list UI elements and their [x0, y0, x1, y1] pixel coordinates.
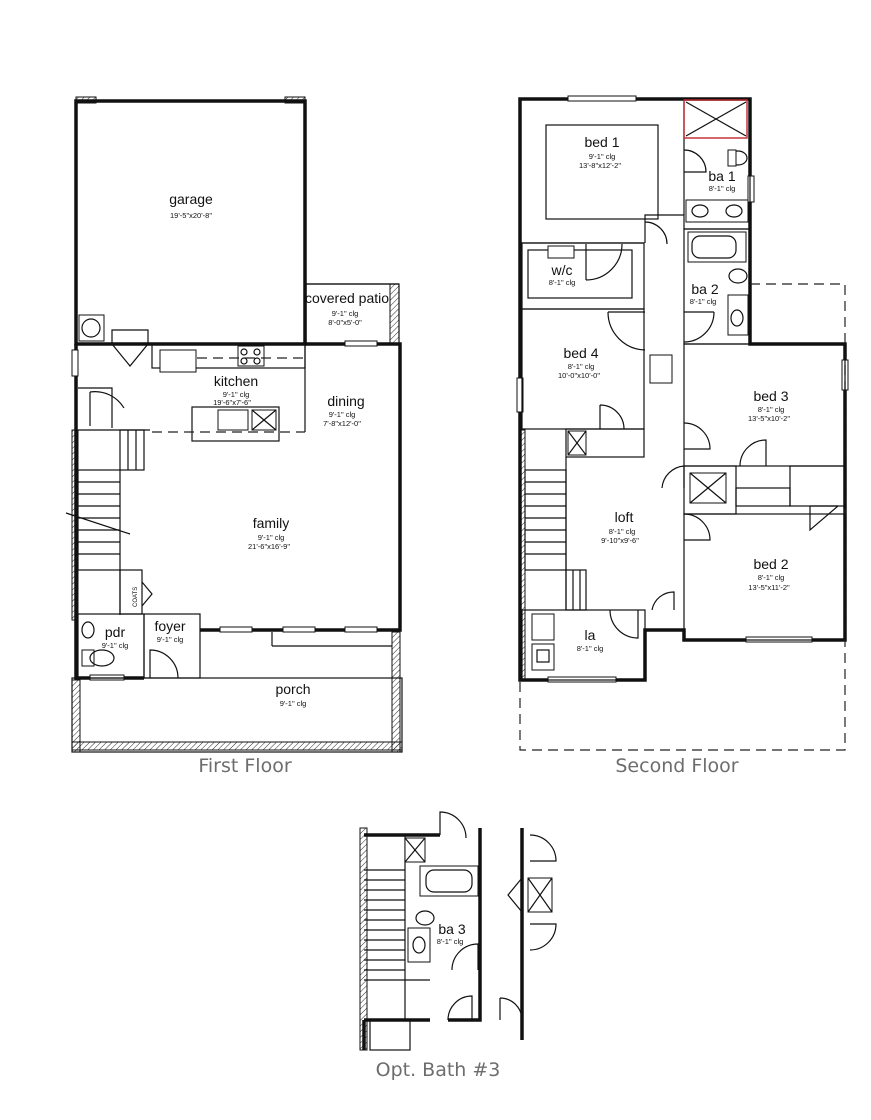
- garage-dims: 19'-5"x20'-8": [170, 211, 212, 220]
- family-area: family 9'-1" clg 21'-6"x16'-9": [248, 515, 290, 551]
- first-floor-caption: First Floor: [198, 755, 291, 777]
- opt-bath-caption: Opt. Bath #3: [376, 1059, 501, 1081]
- loft-ceiling: 8'-1" clg: [609, 527, 636, 536]
- bed-3-room: bed 3 8'-1" clg 13'-5"x10'-2": [683, 343, 846, 467]
- bed-2-ceiling: 8'-1" clg: [758, 573, 785, 582]
- pdr-label: pdr: [105, 624, 126, 640]
- walk-in-closet: w/c 8'-1" clg: [521, 242, 645, 310]
- bed-3-label: bed 3: [753, 388, 788, 404]
- porch-area: porch 9'-1" clg: [71, 631, 403, 753]
- bed-2-dims: 13'-5"x11'-2": [748, 583, 790, 592]
- dining-label: dining: [327, 393, 364, 409]
- ba-2-ceiling: 8'-1" clg: [690, 297, 717, 306]
- second-floor-caption: Second Floor: [615, 755, 738, 777]
- ba-3-ceiling: 8'-1" clg: [437, 937, 464, 946]
- wic-ceiling: 8'-1" clg: [549, 278, 576, 287]
- laundry-room: la 8'-1" clg: [521, 591, 675, 681]
- ba-1-ceiling: 8'-1" clg: [709, 184, 736, 193]
- porch-ceiling: 9'-1" clg: [280, 699, 307, 708]
- garage-label: garage: [169, 191, 213, 207]
- kitchen-dims: 19'-6"x7'-6": [213, 398, 251, 407]
- bath-1-room: ba 1 8'-1" clg: [683, 98, 751, 230]
- family-label: family: [253, 515, 290, 531]
- wic-label: w/c: [551, 262, 573, 278]
- covered-patio-label: covered patio: [305, 290, 389, 306]
- dining-ceiling: 9'-1" clg: [329, 410, 356, 419]
- foyer-label: foyer: [154, 618, 185, 634]
- ba-2-label: ba 2: [691, 281, 718, 297]
- coats-closet: COATS: [119, 569, 153, 615]
- optional-bath-plan: ba 3 8'-1" clg Opt. Bath #3: [359, 811, 557, 1081]
- dining-area: dining 9'-1" clg 7'-8"x12'-0": [323, 393, 365, 428]
- bed-4-ceiling: 8'-1" clg: [568, 362, 595, 371]
- bath-2-room: ba 2 8'-1" clg: [683, 228, 751, 345]
- ba-1-label: ba 1: [708, 168, 735, 184]
- powder-room: pdr 9'-1" clg: [77, 613, 145, 679]
- kitchen-label: kitchen: [214, 373, 258, 389]
- second-floor-stair: [524, 457, 587, 611]
- bed-2-room: bed 2 8'-1" clg 13'-5"x11'-2": [683, 513, 846, 641]
- kitchen-area: kitchen 9'-1" clg 19'-6"x7'-6": [111, 329, 306, 442]
- first-floor-stair: [65, 429, 145, 615]
- loft-dims: 9'-10"x9'-6": [601, 536, 639, 545]
- bed-3-ceiling: 8'-1" clg: [758, 405, 785, 414]
- la-ceiling: 8'-1" clg: [577, 644, 604, 653]
- covered-patio-room: covered patio 9'-1" clg 8'-0"x5'-0": [305, 283, 400, 345]
- covered-patio-ceiling: 9'-1" clg: [332, 309, 359, 318]
- bed-2-label: bed 2: [753, 556, 788, 572]
- bed-3-dims: 13'-5"x10'-2": [748, 414, 790, 423]
- bed-4-room: bed 4 8'-1" clg 10'-0"x10'-0": [521, 308, 645, 430]
- family-ceiling: 9'-1" clg: [258, 533, 285, 542]
- pdr-ceiling: 9'-1" clg: [102, 641, 129, 650]
- second-floor-plan: bed 1 9'-1" clg 13'-8"x12'-2" ba 1 8'-1"…: [516, 95, 849, 777]
- loft-area: loft 8'-1" clg 9'-10"x9'-6": [601, 509, 639, 545]
- bed-4-dims: 10'-0"x10'-0": [558, 371, 600, 380]
- bed-1-ceiling: 9'-1" clg: [589, 152, 616, 161]
- ba-3-label: ba 3: [438, 921, 465, 937]
- coats-label: COATS: [133, 587, 139, 607]
- foyer-ceiling: 9'-1" clg: [157, 635, 184, 644]
- covered-patio-dims: 8'-0"x5'-0": [328, 318, 362, 327]
- garage-room: garage 19'-5"x20'-8": [74, 96, 307, 346]
- bed-1-dims: 13'-8"x12'-2": [579, 161, 621, 170]
- first-floor-plan: garage 19'-5"x20'-8" covered patio 9'-1"…: [65, 96, 403, 777]
- bed-4-label: bed 4: [563, 345, 598, 361]
- loft-label: loft: [615, 509, 634, 525]
- bed-1-label: bed 1: [584, 134, 619, 150]
- la-label: la: [585, 627, 596, 643]
- bed-1-room: bed 1 9'-1" clg 13'-8"x12'-2": [520, 124, 684, 245]
- dining-dims: 7'-8"x12'-0": [323, 419, 361, 428]
- foyer-area: foyer 9'-1" clg: [143, 613, 201, 679]
- porch-label: porch: [275, 681, 310, 697]
- kitchen-ceiling: 9'-1" clg: [223, 390, 250, 399]
- family-dims: 21'-6"x16'-9": [248, 542, 290, 551]
